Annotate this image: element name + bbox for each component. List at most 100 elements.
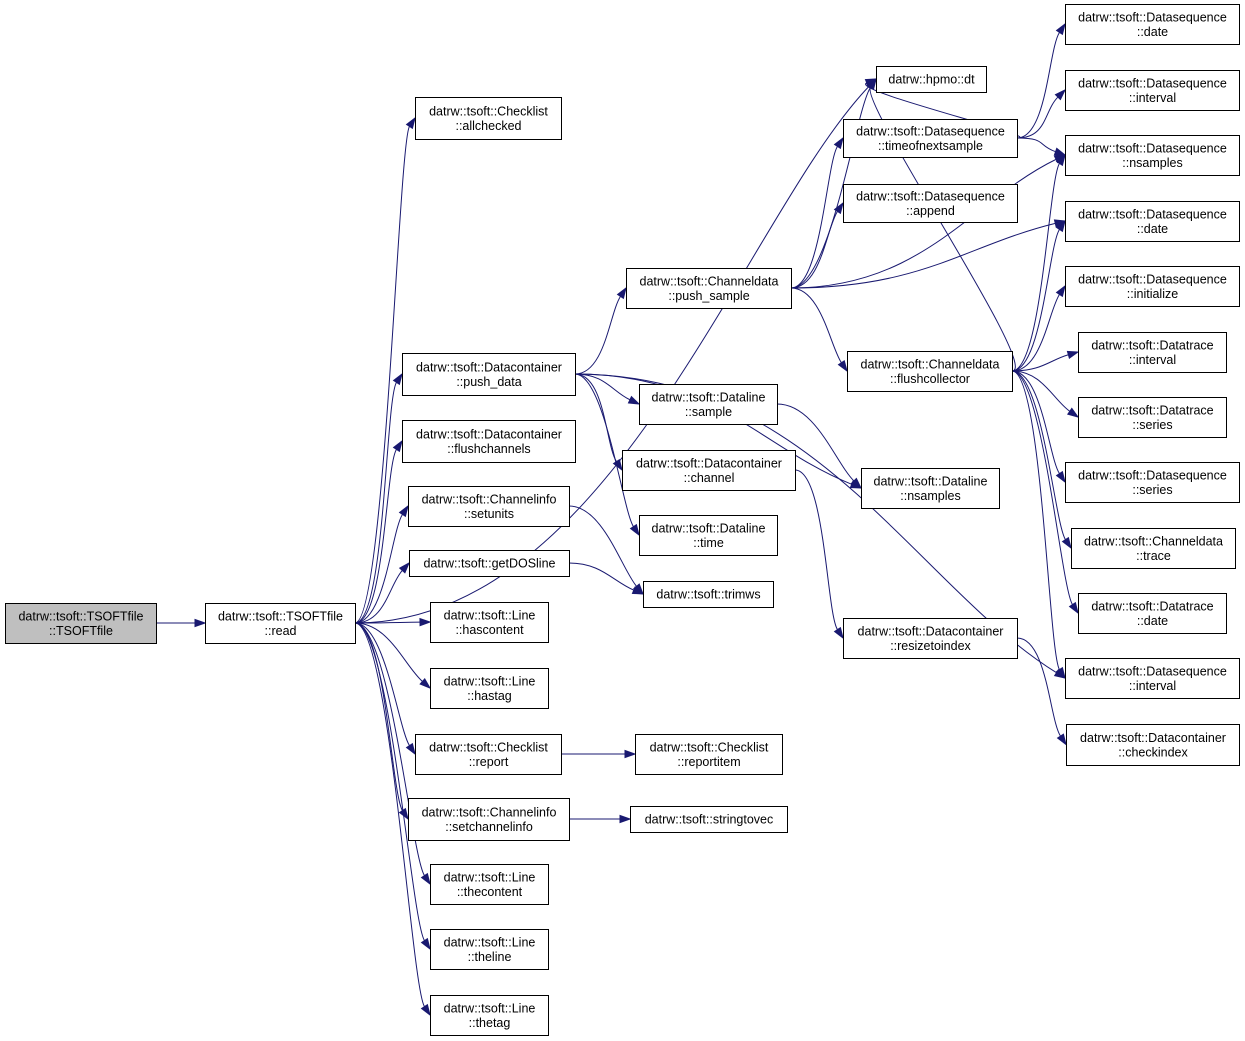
node-box[interactable] — [622, 450, 796, 491]
node-dl-sample[interactable]: datrw::tsoft::Dataline::sample — [639, 384, 778, 425]
node-ds-interval[interactable]: datrw::tsoft::Datasequence::interval — [1065, 658, 1240, 699]
arrowhead-icon — [1055, 153, 1066, 167]
call-edge-read-to-flushchannels — [354, 439, 403, 624]
edge-line — [354, 622, 425, 1007]
node-box[interactable] — [205, 603, 356, 644]
node-box[interactable] — [843, 184, 1018, 223]
node-box[interactable] — [1071, 528, 1236, 569]
call-edge-flushcollector-to-dt_interval — [1011, 350, 1080, 372]
node-trimws[interactable]: datrw::tsoft::trimws — [643, 581, 774, 608]
node-dt-interval[interactable]: datrw::tsoft::Datatrace::interval — [1078, 332, 1227, 373]
node-ds-interval-top[interactable]: datrw::tsoft::Datasequence::interval — [1065, 70, 1240, 111]
edge-line — [574, 373, 617, 462]
node-box[interactable] — [1065, 201, 1240, 242]
node-method-label: ::resizetoindex — [890, 639, 971, 653]
call-edge-flushcollector-to-ds_nsamples — [1011, 153, 1066, 372]
node-box[interactable] — [843, 618, 1018, 659]
arrowhead-icon — [619, 814, 632, 824]
node-box[interactable] — [415, 734, 562, 775]
node-hastag[interactable]: datrw::tsoft::Line::hastag — [430, 668, 549, 709]
node-setunits[interactable]: datrw::tsoft::Channelinfo::setunits — [408, 486, 570, 527]
node-box[interactable] — [430, 602, 549, 643]
edge-line — [1011, 354, 1069, 372]
arrowhead-icon — [629, 523, 640, 537]
node-box[interactable] — [1066, 724, 1240, 766]
node-box[interactable] — [402, 420, 576, 463]
node-method-label: ::theline — [468, 950, 512, 964]
node-ds-series[interactable]: datrw::tsoft::Datasequence::series — [1065, 462, 1240, 503]
node-setchannelinfo[interactable]: datrw::tsoft::Channelinfo::setchannelinf… — [408, 798, 570, 841]
node-thetag[interactable]: datrw::tsoft::Line::thetag — [430, 995, 549, 1036]
node-allchecked[interactable]: datrw::tsoft::Checklist::allchecked — [415, 97, 562, 140]
node-reportitem[interactable]: datrw::tsoft::Checklist::reportitem — [635, 734, 783, 775]
node-cd-trace[interactable]: datrw::tsoft::Channeldata::trace — [1071, 528, 1236, 569]
node-dl-nsamples[interactable]: datrw::tsoft::Dataline::nsamples — [861, 468, 1000, 509]
node-thecontent[interactable]: datrw::tsoft::Line::thecontent — [430, 864, 549, 905]
call-edge-timeofnextsample-to-ds_date_top — [1016, 22, 1066, 139]
node-read[interactable]: datrw::tsoft::TSOFTfile::read — [205, 603, 356, 644]
node-method-label: ::time — [693, 536, 724, 550]
node-box[interactable] — [1078, 397, 1227, 438]
node-box[interactable] — [408, 486, 570, 527]
node-method-label: ::thecontent — [457, 885, 523, 899]
call-edge-push_sample-to-ds_append — [790, 201, 844, 289]
node-box[interactable] — [630, 806, 788, 833]
node-ds-date-top[interactable]: datrw::tsoft::Datasequence::date — [1065, 4, 1240, 45]
node-box[interactable] — [1078, 332, 1227, 373]
node-box[interactable] — [1078, 593, 1227, 634]
node-box[interactable] — [402, 353, 576, 396]
node-box[interactable] — [861, 468, 1000, 509]
node-box[interactable] — [639, 515, 778, 556]
edge-line — [1011, 229, 1060, 372]
node-qualifier-label: datrw::tsoft::Checklist — [650, 740, 769, 754]
node-dl-time[interactable]: datrw::tsoft::Dataline::time — [639, 515, 778, 556]
node-getdosline[interactable]: datrw::tsoft::getDOSline — [409, 550, 570, 577]
node-method-label: ::sample — [685, 405, 732, 419]
node-ds-nsamples[interactable]: datrw::tsoft::Datasequence::nsamples — [1065, 135, 1240, 176]
node-box[interactable] — [843, 119, 1018, 158]
node-push-sample[interactable]: datrw::tsoft::Channeldata::push_sample — [626, 268, 792, 309]
node-hpmo-dt[interactable]: datrw::hpmo::dt — [876, 66, 987, 93]
node-box[interactable] — [430, 929, 549, 970]
node-theline[interactable]: datrw::tsoft::Line::theline — [430, 929, 549, 970]
node-box[interactable] — [876, 66, 987, 93]
node-ds-append[interactable]: datrw::tsoft::Datasequence::append — [843, 184, 1018, 223]
node-box[interactable] — [408, 798, 570, 841]
node-box[interactable] — [1065, 266, 1240, 307]
node-ds-initialize[interactable]: datrw::tsoft::Datasequence::initialize — [1065, 266, 1240, 307]
node-box[interactable] — [1065, 658, 1240, 699]
arrowhead-icon — [837, 359, 848, 373]
node-box[interactable] — [430, 668, 549, 709]
node-report[interactable]: datrw::tsoft::Checklist::report — [415, 734, 562, 775]
node-box[interactable] — [409, 550, 570, 577]
node-dt-date[interactable]: datrw::tsoft::Datatrace::date — [1078, 593, 1227, 634]
node-box[interactable] — [639, 384, 778, 425]
node-hascontent[interactable]: datrw::tsoft::Line::hascontent — [430, 602, 549, 643]
arrowhead-icon — [194, 618, 207, 628]
node-push-data[interactable]: datrw::tsoft::Datacontainer::push_data — [402, 353, 576, 396]
node-box[interactable] — [1065, 4, 1240, 45]
node-flushcollector[interactable]: datrw::tsoft::Channeldata::flushcollecto… — [847, 351, 1013, 392]
node-box[interactable] — [847, 351, 1013, 392]
node-box[interactable] — [1065, 462, 1240, 503]
node-qualifier-label: datrw::tsoft::getDOSline — [423, 557, 555, 571]
node-ds-date[interactable]: datrw::tsoft::Datasequence::date — [1065, 201, 1240, 242]
node-resizetoindex[interactable]: datrw::tsoft::Datacontainer::resizetoind… — [843, 618, 1018, 659]
node-box[interactable] — [415, 97, 562, 140]
node-checkindex[interactable]: datrw::tsoft::Datacontainer::checkindex — [1066, 724, 1240, 766]
node-flushchannels[interactable]: datrw::tsoft::Datacontainer::flushchanne… — [402, 420, 576, 463]
node-box[interactable] — [643, 581, 774, 608]
node-box[interactable] — [430, 864, 549, 905]
node-stringtovec[interactable]: datrw::tsoft::stringtovec — [630, 806, 788, 833]
arrowhead-icon — [866, 77, 877, 91]
node-box[interactable] — [430, 995, 549, 1036]
node-dc-channel[interactable]: datrw::tsoft::Datacontainer::channel — [622, 450, 796, 491]
node-box[interactable] — [1065, 135, 1240, 176]
node-dt-series[interactable]: datrw::tsoft::Datatrace::series — [1078, 397, 1227, 438]
node-box[interactable] — [635, 734, 783, 775]
call-edge-resizetoindex-to-checkindex — [1016, 637, 1067, 746]
node-method-label: ::hastag — [467, 689, 512, 703]
node-box[interactable] — [1065, 70, 1240, 111]
node-box[interactable] — [626, 268, 792, 309]
node-timeofnextsample[interactable]: datrw::tsoft::Datasequence::timeofnextsa… — [843, 119, 1018, 158]
